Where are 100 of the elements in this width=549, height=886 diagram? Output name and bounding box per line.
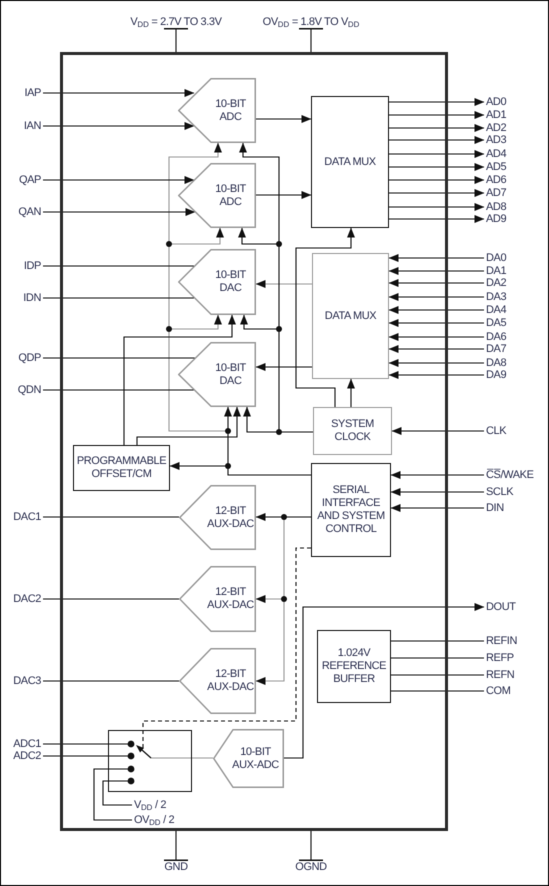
arrow	[43, 176, 194, 184]
pin-label: DA7	[486, 343, 506, 355]
arrow	[388, 279, 484, 287]
arrow	[256, 363, 312, 371]
dac-block: 10-BIT DAC	[178, 249, 256, 315]
connector-line	[284, 516, 311, 518]
connector-line	[93, 768, 132, 821]
connector-line	[391, 690, 484, 692]
dashed-line	[142, 547, 311, 748]
pin-label: DA8	[486, 357, 506, 369]
pin-label: OV$_{DD}$ / 2	[134, 814, 174, 826]
arrow	[256, 513, 284, 521]
arrow	[389, 111, 484, 119]
arrow	[256, 595, 284, 603]
arrow	[388, 267, 484, 275]
arrow	[390, 504, 484, 512]
supply-line	[299, 28, 323, 52]
connector-line	[227, 466, 311, 476]
pin-label: DA1	[486, 265, 506, 277]
arrow	[240, 314, 279, 330]
arrow	[169, 228, 224, 245]
pin-label: AD2	[486, 122, 506, 134]
arrow	[389, 215, 484, 223]
arrow	[224, 406, 232, 431]
connector-line	[168, 244, 170, 329]
pin-label: QDN	[18, 384, 41, 396]
arrow	[136, 406, 241, 445]
pin-label: DA6	[486, 331, 506, 343]
adc-block: 10-BIT ADC	[178, 78, 256, 143]
aux-dac-block: 12-BIT AUX-DAC	[179, 566, 256, 632]
arrow	[347, 378, 355, 407]
connector-line	[43, 598, 179, 600]
pin-label: AD3	[486, 134, 506, 146]
arrow	[123, 314, 236, 445]
arrow	[389, 124, 484, 132]
connector-line	[43, 297, 194, 299]
pin-label: V$_{DD}$ / 2	[134, 799, 166, 811]
arrow	[389, 189, 484, 197]
connector-line	[279, 431, 313, 433]
arrow	[392, 427, 484, 435]
pin-label: DA4	[486, 304, 506, 316]
pin-label: QAN	[18, 206, 41, 218]
pin-label: AD6	[486, 174, 506, 186]
arrow	[243, 406, 279, 433]
connector-line	[43, 516, 179, 518]
pin-label: DAC3	[13, 675, 41, 687]
aux-dac-block: 12-BIT AUX-DAC	[179, 648, 256, 714]
connector-line	[43, 389, 194, 391]
connector-line	[102, 780, 132, 806]
aux-adc-block: 10-BIT AUX-ADC	[213, 729, 284, 788]
reference-block: 1.024V REFERENCE BUFFER	[317, 630, 391, 703]
aux-dac-block: 12-BIT AUX-DAC	[179, 485, 256, 550]
pin-label: IDP	[24, 260, 41, 272]
interface-block: SERIAL INTERFACE AND SYSTEM CONTROL	[311, 463, 391, 557]
connector-line	[278, 329, 280, 432]
connector-line	[391, 640, 484, 642]
arrow	[390, 488, 484, 496]
arrow	[388, 345, 484, 353]
arrow	[238, 228, 279, 245]
pin-label: QDP	[18, 352, 41, 364]
pin-label: DAC1	[13, 511, 41, 523]
connector-line	[168, 329, 228, 432]
arrow	[388, 293, 484, 301]
pin-label: GND	[164, 861, 188, 873]
pin-label: DA0	[486, 252, 506, 264]
pin-label: COM	[486, 685, 510, 697]
pin-label: DA2	[486, 277, 506, 289]
arrow	[388, 333, 484, 341]
mux-block: DATA MUX	[311, 96, 389, 228]
pin-label: DA9	[486, 369, 506, 381]
pin-label: QAP	[18, 174, 41, 186]
arrow	[43, 208, 196, 216]
arrow	[390, 471, 484, 479]
pin-label: C̅S̅/WAKE	[486, 469, 534, 481]
arrow	[388, 254, 484, 262]
pin-label: DOUT	[486, 601, 516, 613]
clock-block: SYSTEM CLOCK	[313, 407, 392, 455]
pin-label: DA5	[486, 317, 506, 329]
connector-line	[391, 657, 484, 659]
arrow	[388, 359, 484, 367]
supply-line	[164, 28, 188, 52]
connector-line	[227, 431, 229, 466]
pin-label: REFIN	[486, 635, 518, 647]
arrow	[388, 306, 484, 314]
mux-block: DATA MUX	[312, 253, 389, 379]
pin-label: ADC1	[13, 738, 41, 750]
arrow	[256, 280, 312, 288]
chip-outline	[60, 52, 448, 831]
pin-label: AD1	[486, 109, 506, 121]
connector-line	[283, 517, 285, 599]
connector-line	[43, 265, 194, 267]
pin-label: AD7	[486, 187, 506, 199]
pin-label: ADC2	[13, 750, 41, 762]
arrow	[43, 89, 194, 97]
arrow	[389, 98, 484, 106]
connector-line	[391, 674, 484, 676]
connector-line	[43, 755, 128, 757]
pin-label: IDN	[23, 292, 41, 304]
pin-label: AD0	[486, 96, 506, 108]
arrow	[256, 599, 285, 685]
